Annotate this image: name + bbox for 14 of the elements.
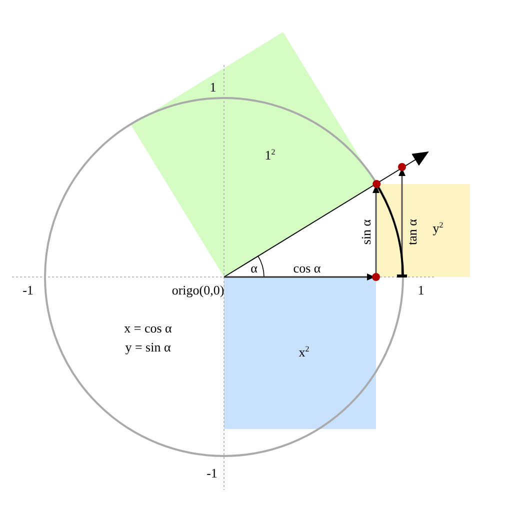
- area-label: 1$^{2}$: [264, 148, 276, 162]
- measure-label: tan α: [406, 219, 418, 245]
- axis-label: -1: [22, 284, 34, 296]
- area-label: x$^{2}$: [298, 345, 310, 359]
- angle-label: α: [250, 262, 258, 274]
- axis-label: 1: [418, 284, 424, 296]
- measure-label: sin α: [360, 219, 372, 245]
- formula-label: y = sin α: [125, 340, 171, 354]
- area-label: y$^{2}$: [432, 221, 444, 235]
- origin-label: origo(0,0): [172, 284, 224, 296]
- measure-label: cos α: [293, 262, 321, 274]
- axis-label: 1: [210, 80, 216, 94]
- formula-label: x = cos α: [124, 322, 172, 334]
- axis-label: -1: [206, 466, 218, 480]
